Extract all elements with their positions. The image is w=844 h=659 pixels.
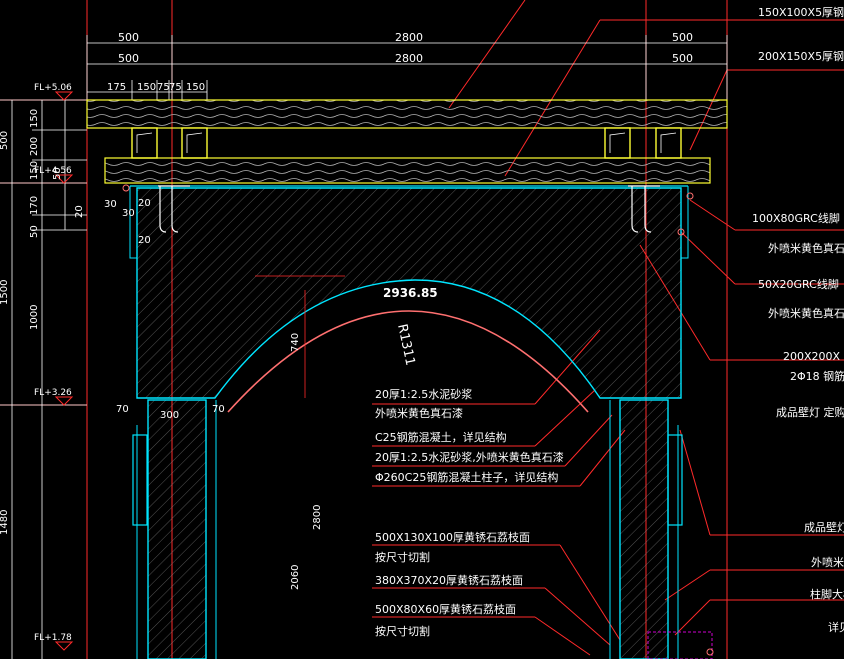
dim-in-30a: 30	[104, 199, 117, 210]
note-cut-2: 按尺寸切割	[375, 624, 430, 638]
left-dimension-lines	[0, 99, 87, 659]
note-grc-2: 50X20GRC线脚	[758, 277, 839, 291]
note-paint-r2: 外喷米黄色真石漆	[768, 306, 844, 320]
note-paint-1: 外喷米黄色真石漆	[375, 406, 463, 420]
level-markers	[54, 91, 74, 651]
note-grc-1: 100X80GRC线脚	[752, 211, 840, 225]
note-rebar: 2Φ18 钢筋	[790, 369, 844, 383]
dim-in-20b: 20	[138, 198, 151, 209]
col-dim-2800: 2800	[312, 505, 323, 530]
dim-mid-150b: 150	[29, 161, 40, 180]
dim-small-1: 175	[107, 82, 126, 93]
note-paint-r1: 外喷米黄色真石漆	[768, 241, 844, 255]
left-cornice	[129, 186, 137, 259]
note-stone-1: 500X130X100厚黄锈石荔枝面	[375, 530, 530, 544]
note-steel-2: 200X150X5厚钢	[758, 50, 844, 63]
note-column: Φ260C25钢筋混凝土柱子，详见结构	[375, 470, 558, 484]
lower-notes: 500X130X100厚黄锈石荔枝面 按尺寸切割 380X370X20厚黄锈石荔…	[375, 530, 530, 638]
dim-mid-170: 170	[29, 196, 40, 215]
note-lamp-1: 成品壁灯 定购成	[776, 405, 844, 419]
arch-body	[136, 187, 682, 399]
leader-markers	[122, 184, 714, 656]
dim-in-30b: 30	[122, 208, 135, 219]
note-base: 柱脚大样	[810, 587, 844, 601]
upper-beam	[86, 99, 728, 129]
dim-in-20a: 20	[74, 205, 85, 218]
note-cut-1: 按尺寸切割	[375, 550, 430, 564]
right-notes: 150X100X5厚钢 200X150X5厚钢 100X80GRC线脚 外喷米黄…	[752, 6, 844, 634]
note-mortar-2: 20厚1:2.5水泥砂浆,外喷米黄色真石漆	[375, 450, 564, 464]
note-beam: 200X200X	[783, 350, 841, 363]
level-fl178: FL+1.78	[34, 633, 72, 643]
purlin-blocks	[131, 127, 682, 159]
dim-small-3: 75	[157, 82, 170, 93]
level-fl506: FL+5.06	[34, 83, 72, 93]
left-dimension-texts: 500 1500 1480 150 200 150 170 50 1000 50…	[0, 109, 151, 535]
note-lamp-2: 成品壁灯	[804, 520, 844, 534]
dim-top-1: 500	[118, 31, 139, 44]
note-concrete: C25钢筋混凝土，详见结构	[375, 430, 507, 444]
left-column	[132, 399, 217, 659]
right-column	[609, 399, 683, 659]
col-dim-2060: 2060	[290, 565, 301, 590]
note-mortar-1: 20厚1:2.5水泥砂浆	[375, 387, 472, 401]
dim-left-1480: 1480	[0, 510, 10, 535]
dim-small-4: 75	[169, 82, 182, 93]
dim-mid-150a: 150	[29, 109, 40, 128]
note-stone-3: 500X80X60厚黄锈石荔枝面	[375, 602, 516, 616]
dim-mid-1000: 1000	[29, 305, 40, 330]
dim-small-2: 150	[137, 82, 156, 93]
dim-top-4: 500	[118, 52, 139, 65]
lower-beam	[104, 157, 711, 184]
top-dimension-texts: 500 2800 500 500 2800 500 175 150 75 75 …	[107, 31, 693, 93]
dim-top-5: 2800	[395, 52, 423, 65]
dim-in-20c: 20	[138, 235, 151, 246]
dim-top-6: 500	[672, 52, 693, 65]
note-steel-1: 150X100X5厚钢	[758, 6, 844, 19]
center-notes: 20厚1:2.5水泥砂浆 外喷米黄色真石漆 C25钢筋混凝土，详见结构 20厚1…	[375, 387, 564, 484]
anchor-bolts	[158, 185, 660, 233]
col-dim-70b: 70	[212, 404, 225, 415]
dim-top-2: 2800	[395, 31, 423, 44]
col-dim-70a: 70	[116, 404, 129, 415]
arch-radius: R1311	[394, 323, 417, 367]
dim-left-1500: 1500	[0, 280, 10, 305]
dim-top-3: 500	[672, 31, 693, 44]
arch-rise: 740	[290, 333, 301, 352]
dim-mid-50: 50	[29, 225, 40, 238]
top-dimension-lines	[86, 35, 728, 100]
level-texts: FL+5.06 FL+4.56 FL+3.26 FL+1.78	[34, 83, 72, 643]
dim-mid-200: 200	[29, 137, 40, 156]
arch-radius-arc	[227, 310, 589, 413]
dim-left-500: 500	[0, 131, 10, 150]
level-fl326: FL+3.26	[34, 388, 72, 398]
arch-chord: 2936.85	[383, 286, 438, 300]
level-fl456: FL+4.56	[34, 166, 72, 176]
dim-in-50: 50	[52, 167, 63, 180]
wall-lamp-box	[647, 631, 713, 659]
purlin-sections	[136, 132, 677, 153]
arch-texts: 2936.85 R1311 740 70 300 70 2060 2800	[116, 286, 438, 590]
dim-small-5: 150	[186, 82, 205, 93]
right-cornice	[681, 186, 689, 259]
note-stone-2: 380X370X20厚黄锈石荔枝面	[375, 573, 523, 587]
note-paint-r3: 外喷米	[811, 556, 844, 569]
col-dim-300: 300	[160, 410, 179, 421]
note-detail: 详见	[828, 620, 844, 634]
